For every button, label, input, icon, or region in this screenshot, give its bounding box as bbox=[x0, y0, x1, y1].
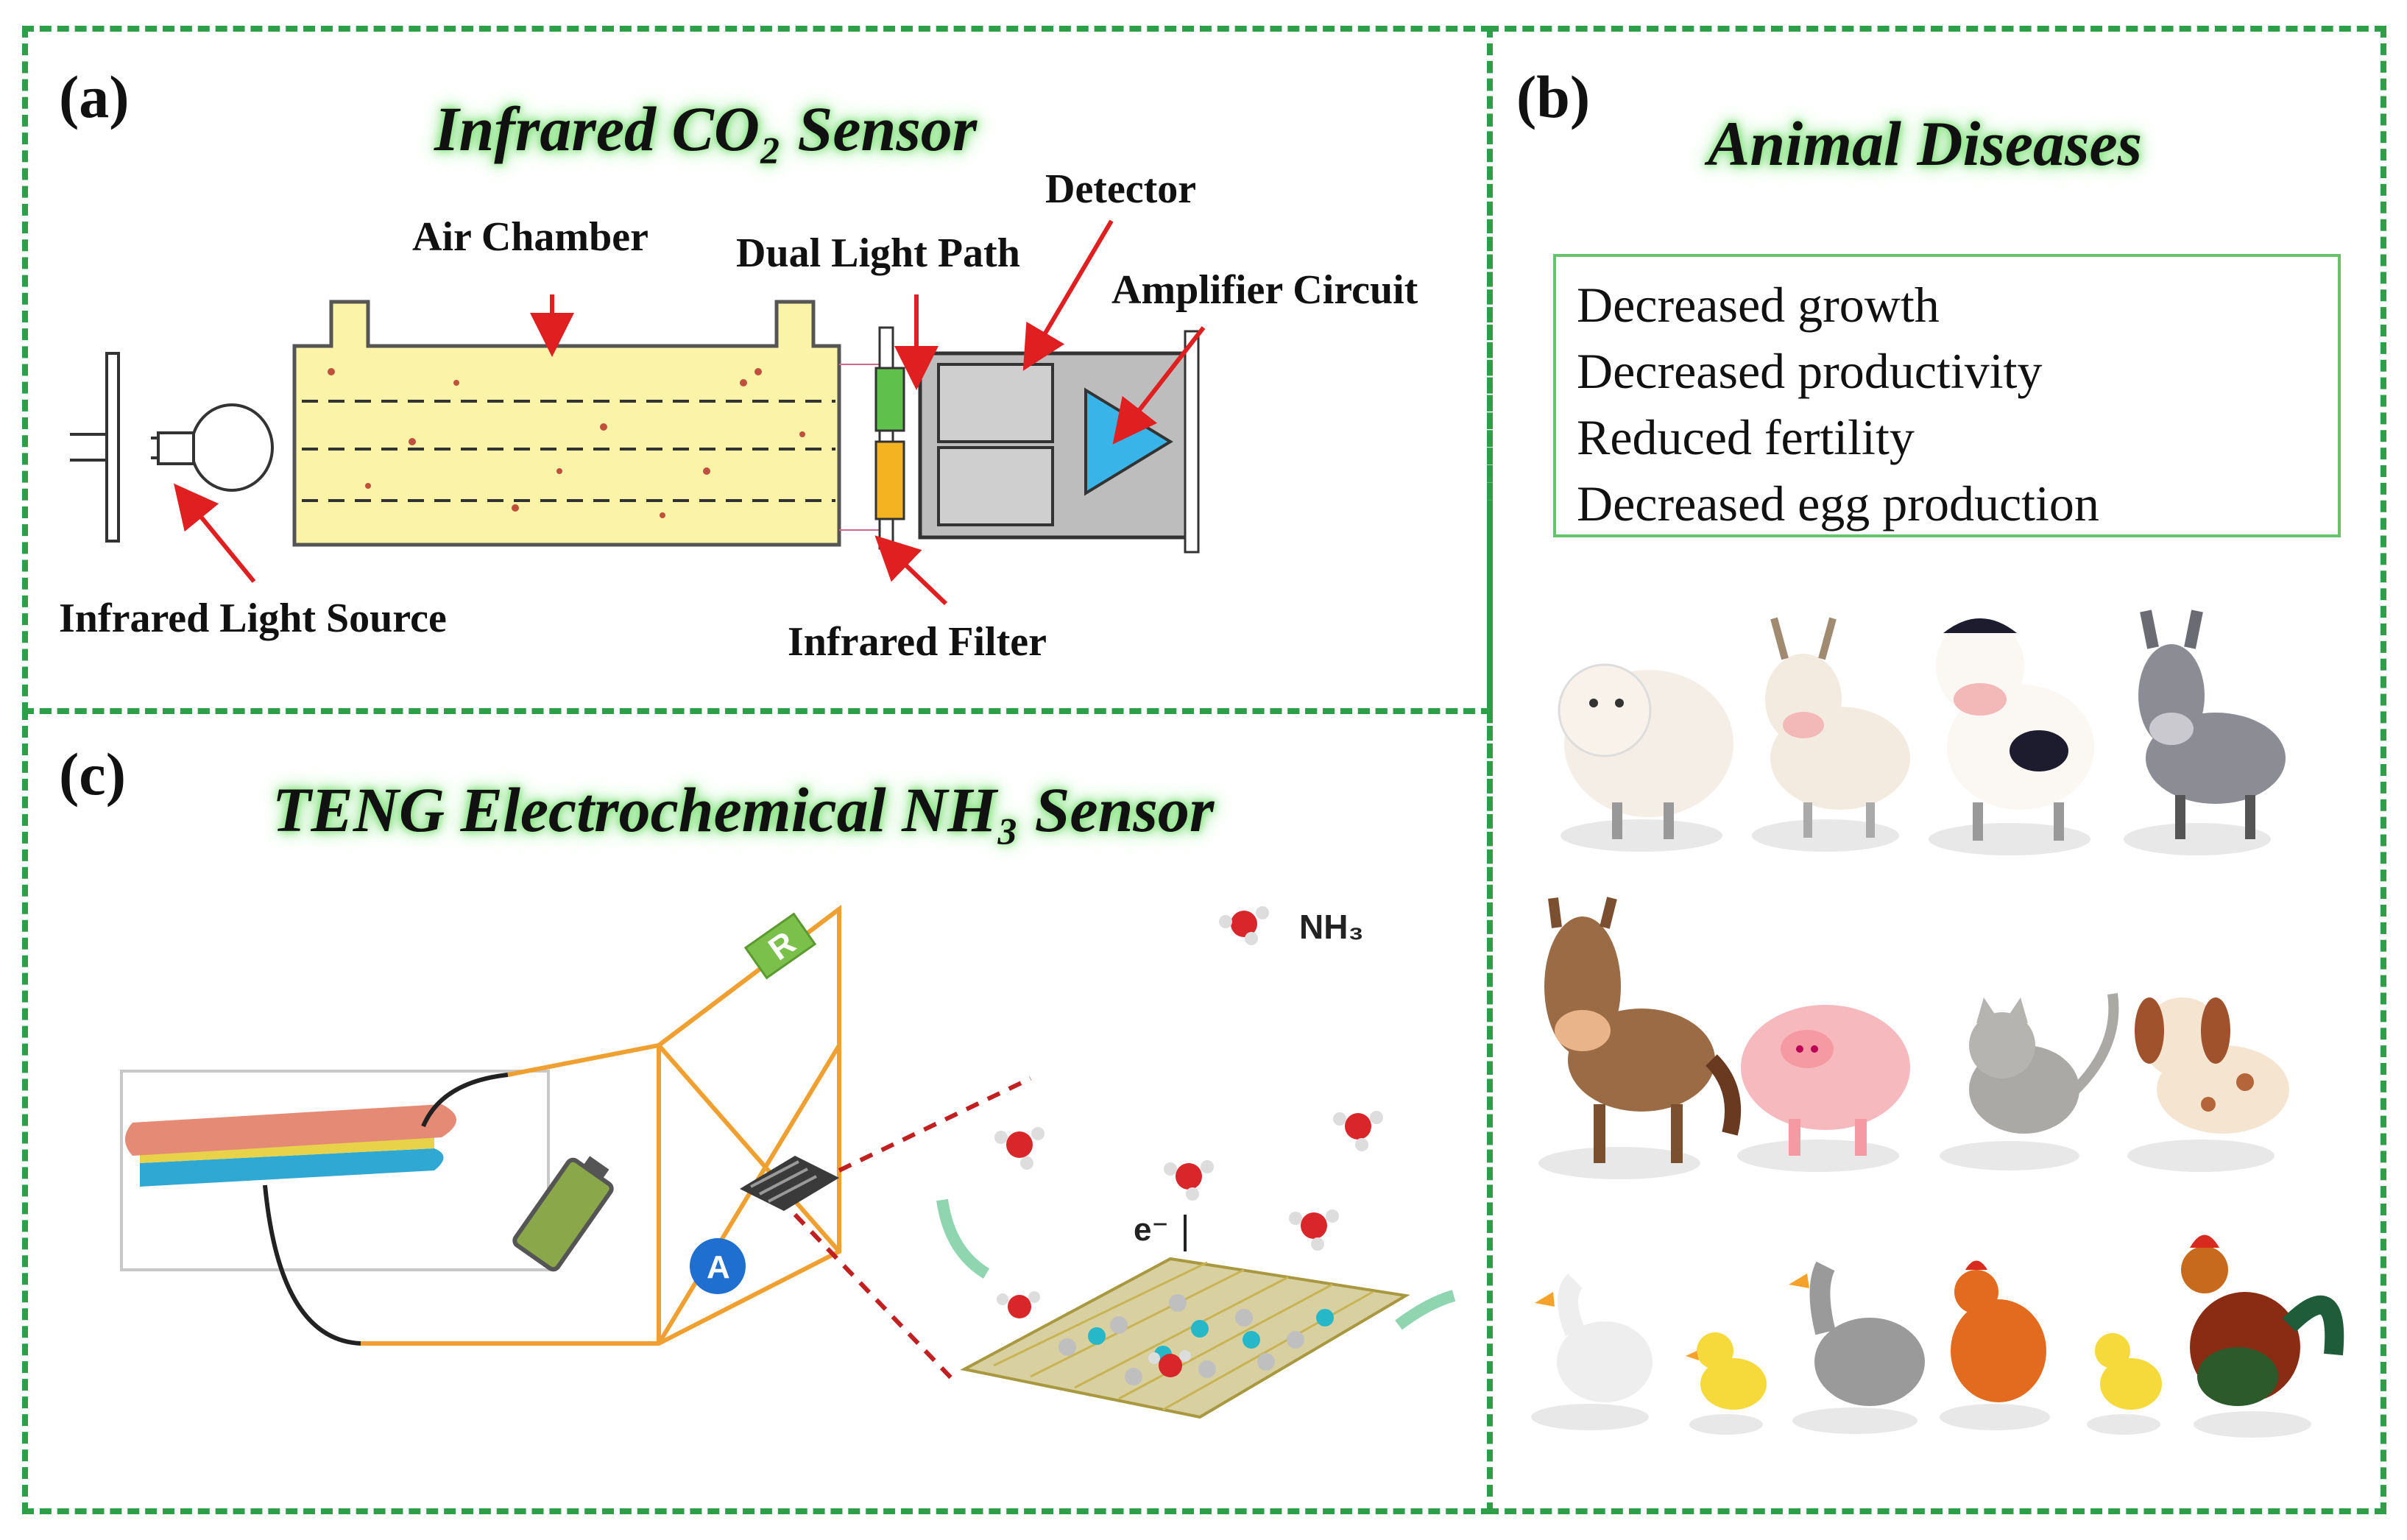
panel-a-title: Infrared CO₂ Sensor bbox=[434, 93, 978, 164]
effect-item: Decreased egg production bbox=[1577, 476, 2099, 531]
pointer-arrows bbox=[174, 219, 1206, 606]
detector bbox=[918, 330, 1200, 554]
air-chamber-label: Air Chamber bbox=[412, 214, 648, 260]
disease-effects-box: Decreased growth Decreased productivity … bbox=[1553, 254, 2341, 537]
detector-label: Detector bbox=[1045, 166, 1197, 212]
dual-light-path-label: Dual Light Path bbox=[736, 230, 1020, 276]
infrared-light-source-label: Infrared Light Source bbox=[59, 596, 447, 641]
panel-c bbox=[22, 708, 1493, 1514]
panel-c-label: (c) bbox=[59, 741, 127, 808]
panel-b-label: (b) bbox=[1516, 63, 1591, 130]
infrared-lamp-icon bbox=[70, 352, 274, 543]
effect-item: Decreased productivity bbox=[1577, 343, 2043, 399]
infrared-filter-label: Infrared Filter bbox=[788, 619, 1047, 665]
effect-item: Decreased growth bbox=[1577, 277, 1940, 333]
panel-a-label: (a) bbox=[59, 63, 130, 130]
air-chamber bbox=[292, 300, 841, 547]
amplifier-circuit-label: Amplifier Circuit bbox=[1111, 267, 1418, 313]
effect-item: Reduced fertility bbox=[1577, 409, 1915, 465]
dual-light-path bbox=[839, 326, 905, 550]
panel-b-title: Animal Diseases bbox=[1708, 108, 2143, 179]
panel-c-title: TENG Electrochemical NH₃ Sensor bbox=[272, 774, 1215, 845]
